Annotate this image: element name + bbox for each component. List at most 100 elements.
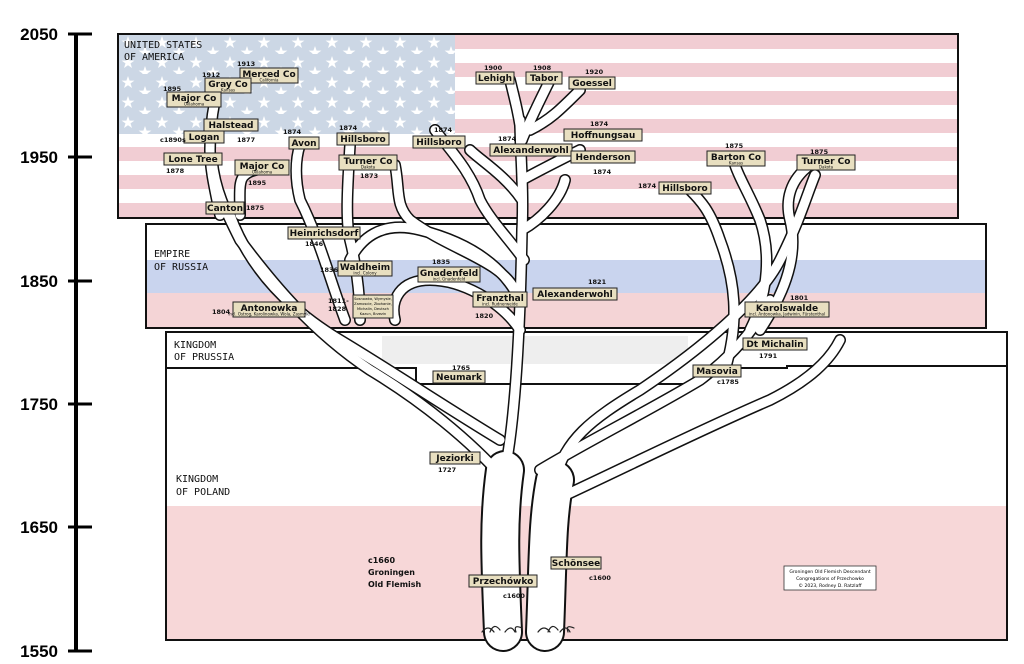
label-year: 1875: [725, 142, 744, 150]
label-hillsboro_b: Hillsboro 1874: [412, 126, 466, 149]
label-year: 1820: [475, 312, 494, 320]
label-year: 1811-: [328, 297, 349, 305]
branch-fill: [225, 210, 505, 445]
label-tabor: Tabor 1908: [525, 64, 563, 85]
branch-fill: [730, 160, 771, 335]
label-subtitle: incl. Rudnerweide: [482, 302, 518, 307]
branch-fill: [205, 95, 225, 220]
label-name: Przechówko: [473, 576, 534, 587]
village-line: Sosnowka, Wymysle,: [354, 297, 392, 301]
family-tree: [203, 74, 846, 652]
label-name: Tabor: [530, 74, 559, 84]
label-name: Franzthal: [476, 294, 524, 304]
poland-label-1: KINGDOM: [176, 474, 218, 485]
label-name: Major Co: [172, 94, 217, 104]
label-year: 1873: [360, 172, 378, 180]
branch-fill: [540, 170, 820, 637]
village-line: Michalin, Deutsch: [357, 307, 389, 311]
label-year: 1821: [588, 278, 607, 286]
axis-tick-label: 2050: [20, 25, 58, 44]
village-line: Zamoscie, Zbohanie,: [354, 302, 392, 306]
label-name: Hillsboro: [662, 184, 707, 194]
label-name: Heinrichsdorf: [290, 229, 359, 239]
label-subtitle: Dakota: [819, 165, 834, 170]
label-name: Henderson: [576, 153, 631, 163]
label-year: 1875: [246, 204, 265, 212]
label-year: 1908: [533, 64, 552, 72]
label-year: 1874: [434, 126, 453, 134]
poland-label-2: OF POLAND: [176, 487, 230, 498]
label-subtitle: Oklahoma: [184, 102, 205, 107]
label-name: Masovia: [696, 367, 738, 377]
label-name: Turner Co: [802, 157, 851, 167]
label-name: Major Co: [240, 162, 285, 172]
flag-stripe: [119, 203, 957, 217]
origin-note: c1660 Groningen Old Flemish: [368, 556, 422, 589]
label-year: 1920: [585, 68, 604, 76]
label-name: Alexanderwohl: [537, 290, 612, 300]
label-name: Canton: [207, 204, 243, 214]
label-year: 1727: [438, 466, 456, 474]
label-name: Goessel: [572, 79, 612, 89]
label-name: Hillsboro: [416, 138, 461, 148]
origin-line-2: Groningen: [368, 568, 415, 577]
axis-tick-label: 1650: [20, 518, 58, 537]
credit-line-2: Congregations of Przechowko: [796, 576, 864, 582]
label-year: 1828: [328, 305, 347, 313]
label-subtitle: incl. Gnadenfeld: [433, 277, 466, 282]
label-year: 1804: [212, 308, 231, 316]
axis-tick-label: 1850: [20, 272, 58, 291]
russia-label-2: OF RUSSIA: [154, 262, 208, 273]
label-year: 1900: [484, 64, 503, 72]
prussia-label-1: KINGDOM: [174, 340, 216, 351]
branch-fill: [517, 75, 555, 145]
credit-line-1: Groningen Old Flemish Descendant: [789, 569, 871, 575]
usa-label-2: OF AMERICA: [124, 52, 184, 63]
label-year: 1877: [237, 136, 255, 144]
label-name: Avon: [291, 139, 316, 149]
label-name: Merced Co: [242, 70, 295, 80]
village-line: Kazun, Brzezin: [360, 312, 386, 316]
label-name: Hillsboro: [340, 135, 385, 145]
label-name: Halstead: [209, 121, 254, 131]
label-name: Schönsee: [552, 559, 600, 569]
axis-tick-label: 1950: [20, 148, 58, 167]
label-year: 1791: [759, 352, 778, 360]
label-year: 1912: [202, 71, 220, 79]
label-subtitle: Kansas: [221, 88, 235, 93]
label-year: 1895: [248, 179, 267, 187]
label-subtitle: Oklahoma: [252, 170, 273, 175]
credit-box: Groningen Old Flemish Descendant Congreg…: [783, 565, 877, 591]
axis-tick-label: 1550: [20, 642, 58, 661]
label-goessel: Goessel 1920: [568, 68, 616, 90]
prussia-label-2: OF PRUSSIA: [174, 352, 234, 363]
label-year: 1874: [498, 135, 517, 143]
label-subtitle: incl. Antonowka, Jadwinin, Fürstenthal: [749, 312, 825, 317]
label-year: 1895: [163, 85, 182, 93]
label-name: Barton Co: [711, 153, 761, 163]
label-villages: Sosnowka, Wymysle,Zamoscie, Zbohanie,Mic…: [328, 294, 394, 319]
label-name: Gray Co: [208, 80, 247, 90]
label-subtitle: Dakota: [361, 165, 376, 170]
label-name: Waldheim: [340, 263, 390, 273]
label-year: 1836: [320, 266, 339, 274]
label-year: 1835: [432, 258, 451, 266]
